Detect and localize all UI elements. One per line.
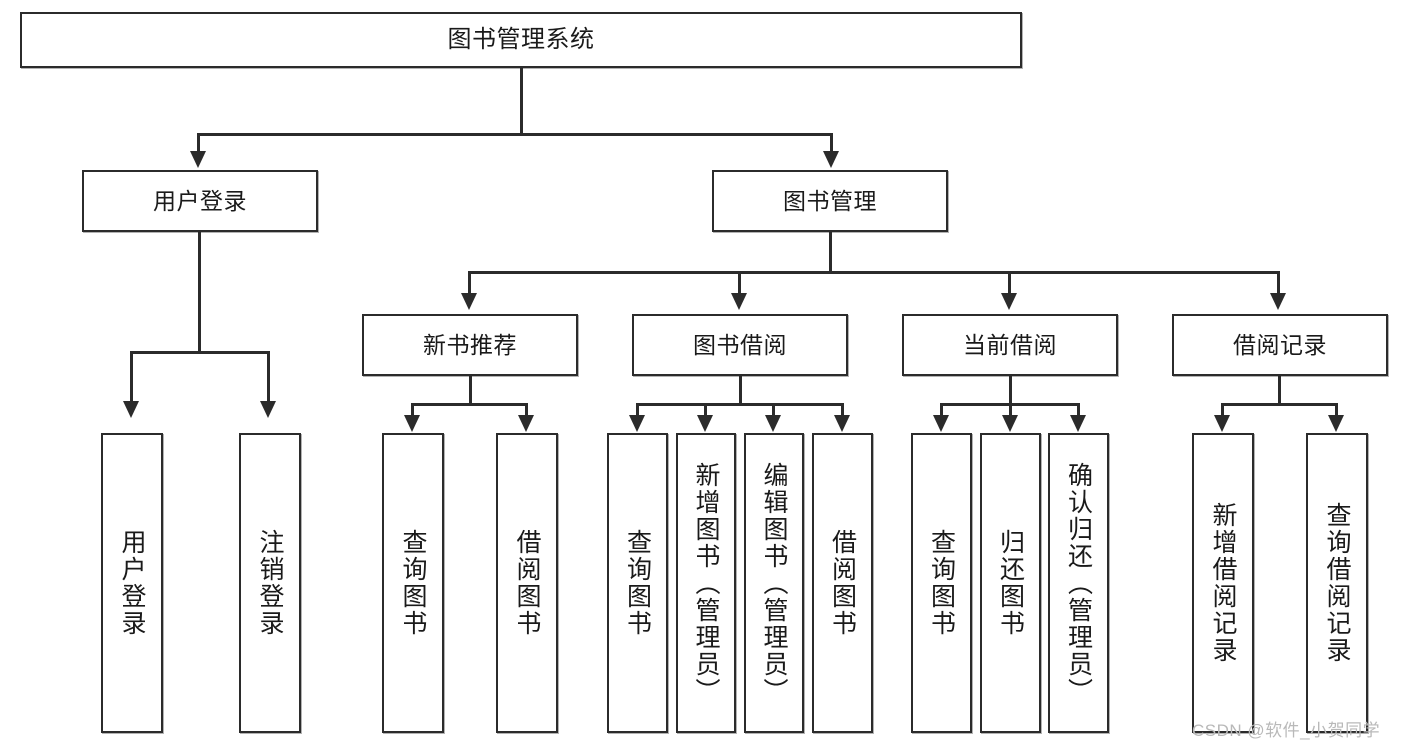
leaf-user-login-login[interactable]: 用户登录 bbox=[101, 433, 163, 733]
connector-current-borrow-drop-2 bbox=[1009, 403, 1012, 417]
connector-current-borrow-drop-3 bbox=[1077, 403, 1080, 417]
connector-book-borrow-drop-2 bbox=[704, 403, 707, 417]
connector-book-borrow-drop-4 bbox=[841, 403, 844, 417]
node-label: 借阅图书 bbox=[828, 529, 857, 637]
arrow-book-mgmt-to-borrow-record bbox=[1270, 293, 1286, 310]
node-root-system[interactable]: 图书管理系统 bbox=[20, 12, 1022, 68]
connector-book-mgmt-bar bbox=[468, 271, 1280, 274]
connector-book-mgmt-drop-2 bbox=[738, 271, 741, 295]
node-label: 当前借阅 bbox=[963, 331, 1057, 358]
connector-book-mgmt-drop-4 bbox=[1277, 271, 1280, 295]
arrow-book-mgmt-to-new-book bbox=[461, 293, 477, 310]
connector-user-login-bar bbox=[130, 351, 270, 354]
connector-book-borrow-drop-1 bbox=[636, 403, 639, 417]
connector-borrow-record-bar bbox=[1221, 403, 1338, 406]
node-current-borrow[interactable]: 当前借阅 bbox=[902, 314, 1118, 376]
connector-root-bar bbox=[197, 133, 833, 136]
node-label: 借阅记录 bbox=[1233, 331, 1327, 358]
node-book-management[interactable]: 图书管理 bbox=[712, 170, 948, 232]
leaf-current-borrow-return-book[interactable]: 归还图书 bbox=[980, 433, 1041, 733]
node-label: 借阅图书 bbox=[513, 529, 541, 637]
leaf-book-borrow-edit-book-admin[interactable]: 编辑图书（管理员） bbox=[744, 433, 804, 733]
arrow-book-borrow-leaf-1 bbox=[629, 415, 645, 432]
arrow-user-login-leaf-1 bbox=[123, 401, 139, 418]
arrow-book-borrow-leaf-3 bbox=[765, 415, 781, 432]
leaf-current-borrow-confirm-return-admin[interactable]: 确认归还（管理员） bbox=[1048, 433, 1109, 733]
connector-root-to-user-login bbox=[197, 133, 200, 153]
connector-new-book-drop-1 bbox=[411, 403, 414, 417]
connector-new-book-drop-2 bbox=[525, 403, 528, 417]
connector-root-stem bbox=[520, 68, 523, 135]
connector-borrow-record-stem bbox=[1278, 376, 1281, 406]
arrow-new-book-leaf-2 bbox=[518, 415, 534, 432]
connector-user-login-stem bbox=[198, 232, 201, 354]
node-label: 确认归还（管理员） bbox=[1064, 461, 1093, 705]
leaf-borrow-record-add-record[interactable]: 新增借阅记录 bbox=[1192, 433, 1254, 733]
node-label: 查询图书 bbox=[399, 529, 427, 637]
connector-book-borrow-stem bbox=[739, 376, 742, 406]
connector-user-login-drop-2 bbox=[267, 351, 270, 403]
node-label: 新增借阅记录 bbox=[1209, 502, 1237, 664]
connector-current-borrow-drop-1 bbox=[940, 403, 943, 417]
node-label: 用户登录 bbox=[153, 187, 247, 214]
node-label: 查询图书 bbox=[623, 529, 652, 637]
node-label: 注销登录 bbox=[256, 529, 284, 637]
connector-root-to-book-mgmt bbox=[830, 133, 833, 153]
leaf-user-login-logout[interactable]: 注销登录 bbox=[239, 433, 301, 733]
node-user-login[interactable]: 用户登录 bbox=[82, 170, 318, 232]
arrow-root-to-book-mgmt bbox=[823, 151, 839, 168]
connector-new-book-stem bbox=[469, 376, 472, 406]
arrow-user-login-leaf-2 bbox=[260, 401, 276, 418]
arrow-current-borrow-leaf-1 bbox=[933, 415, 949, 432]
node-borrow-record[interactable]: 借阅记录 bbox=[1172, 314, 1388, 376]
connector-book-mgmt-drop-1 bbox=[468, 271, 471, 295]
connector-new-book-bar bbox=[411, 403, 528, 406]
leaf-book-borrow-add-book-admin[interactable]: 新增图书（管理员） bbox=[676, 433, 736, 733]
connector-book-borrow-drop-3 bbox=[772, 403, 775, 417]
node-label: 新书推荐 bbox=[423, 331, 517, 358]
connector-book-mgmt-drop-3 bbox=[1008, 271, 1011, 295]
connector-book-mgmt-stem bbox=[829, 232, 832, 274]
arrow-book-borrow-leaf-4 bbox=[834, 415, 850, 432]
arrow-new-book-leaf-1 bbox=[404, 415, 420, 432]
node-label: 归还图书 bbox=[996, 529, 1025, 637]
arrow-book-mgmt-to-book-borrow bbox=[731, 293, 747, 310]
arrow-current-borrow-leaf-3 bbox=[1070, 415, 1086, 432]
leaf-borrow-record-query-record[interactable]: 查询借阅记录 bbox=[1306, 433, 1368, 733]
leaf-current-borrow-query-book[interactable]: 查询图书 bbox=[911, 433, 972, 733]
arrow-borrow-record-leaf-2 bbox=[1328, 415, 1344, 432]
leaf-book-borrow-borrow-book[interactable]: 借阅图书 bbox=[812, 433, 873, 733]
arrow-borrow-record-leaf-1 bbox=[1214, 415, 1230, 432]
node-label: 图书借阅 bbox=[693, 331, 787, 358]
csdn-watermark: CSDN @软件_小贺同学 bbox=[1192, 721, 1381, 740]
node-book-borrow[interactable]: 图书借阅 bbox=[632, 314, 848, 376]
connector-book-borrow-bar bbox=[636, 403, 844, 406]
node-label: 图书管理 bbox=[783, 187, 877, 214]
node-label: 编辑图书（管理员） bbox=[760, 461, 788, 705]
leaf-new-book-borrow-book[interactable]: 借阅图书 bbox=[496, 433, 558, 733]
arrow-current-borrow-leaf-2 bbox=[1002, 415, 1018, 432]
node-label: 用户登录 bbox=[118, 529, 146, 637]
node-label: 查询借阅记录 bbox=[1323, 502, 1351, 664]
connector-current-borrow-stem bbox=[1009, 376, 1012, 406]
node-label: 图书管理系统 bbox=[447, 26, 595, 54]
node-new-book-recommend[interactable]: 新书推荐 bbox=[362, 314, 578, 376]
arrow-root-to-user-login bbox=[190, 151, 206, 168]
leaf-new-book-query-book[interactable]: 查询图书 bbox=[382, 433, 444, 733]
node-label: 新增图书（管理员） bbox=[692, 461, 720, 705]
connector-borrow-record-drop-1 bbox=[1221, 403, 1224, 417]
connector-user-login-drop-1 bbox=[130, 351, 133, 403]
connector-borrow-record-drop-2 bbox=[1335, 403, 1338, 417]
leaf-book-borrow-query-book[interactable]: 查询图书 bbox=[607, 433, 668, 733]
arrow-book-mgmt-to-current-borrow bbox=[1001, 293, 1017, 310]
node-label: 查询图书 bbox=[927, 529, 956, 637]
arrow-book-borrow-leaf-2 bbox=[697, 415, 713, 432]
